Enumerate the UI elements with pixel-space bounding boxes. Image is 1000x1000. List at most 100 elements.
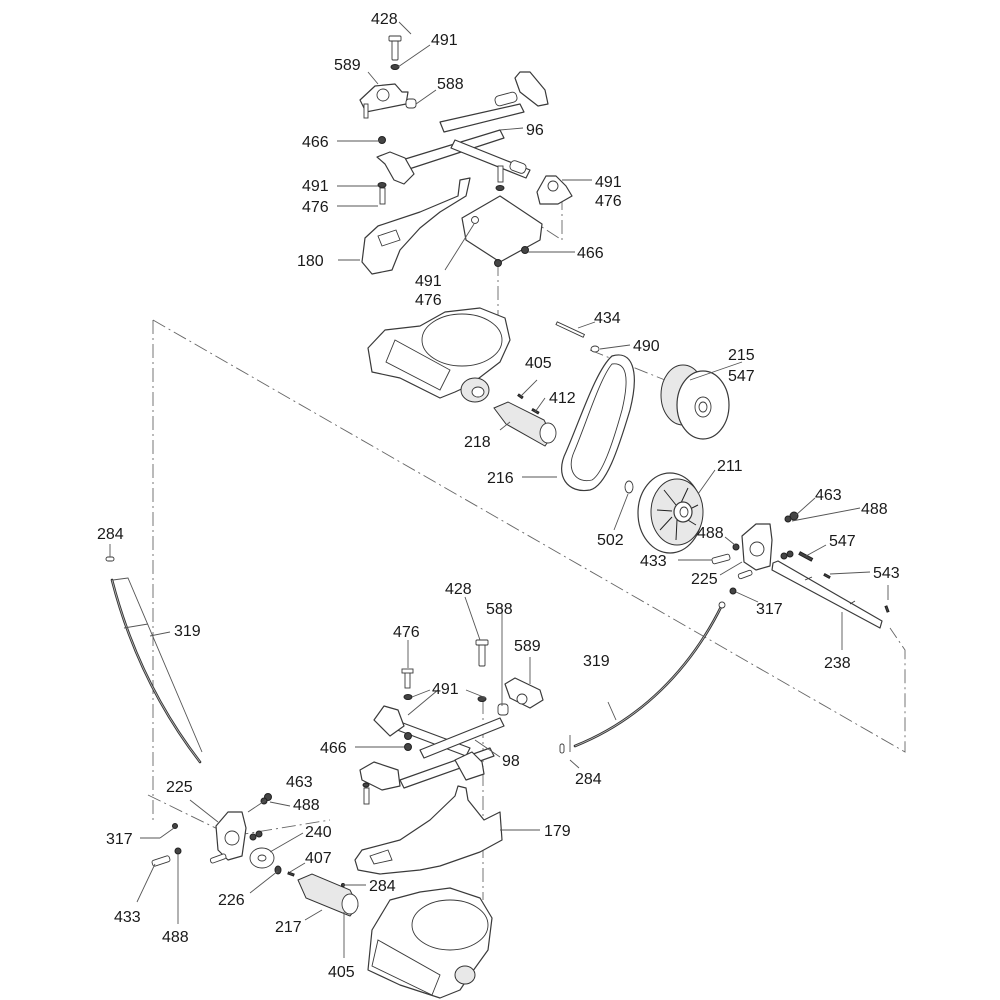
cable-end-right xyxy=(718,601,726,609)
label-476-top-b: 476 xyxy=(302,199,329,216)
label-405-bottom: 405 xyxy=(328,964,355,981)
label-476-top-d: 476 xyxy=(415,292,442,309)
speed-cable-right-319 xyxy=(559,601,726,754)
alignment-line-bl xyxy=(147,794,331,837)
alignment-lines xyxy=(147,196,906,900)
label-589-bottom: 589 xyxy=(514,638,541,655)
label-491-top-a: 491 xyxy=(431,32,458,49)
cross-shaft-96 xyxy=(439,103,525,133)
label-491-top-d: 491 xyxy=(415,273,442,290)
bracket-bottom-right xyxy=(454,751,485,781)
nut-466-top-a xyxy=(378,136,386,144)
label-225-right: 225 xyxy=(691,571,718,588)
washer-488-left-b xyxy=(174,847,182,855)
bushing-588-top xyxy=(405,98,417,109)
washer-490 xyxy=(590,345,600,353)
bolt-433-right xyxy=(711,553,731,565)
nut-466-bottom xyxy=(404,743,412,751)
cable-319-right xyxy=(573,603,724,748)
label-218: 218 xyxy=(464,434,491,451)
shaft-238 xyxy=(771,560,883,629)
label-317-left: 317 xyxy=(106,831,133,848)
label-491-bottom: 491 xyxy=(432,681,459,698)
label-211: 211 xyxy=(717,458,743,475)
bolt-428-bottom xyxy=(478,643,486,667)
label-433-left: 433 xyxy=(114,909,141,926)
label-284-bottom-left: 284 xyxy=(369,878,396,895)
label-225-left: 225 xyxy=(166,779,193,796)
pin-407 xyxy=(287,871,295,877)
pulley-215 xyxy=(660,364,730,440)
label-588-top: 588 xyxy=(437,76,464,93)
frame-180 xyxy=(361,177,471,275)
bottom-cross-shaft-assembly xyxy=(354,639,544,999)
label-407: 407 xyxy=(305,850,332,867)
frame-179 xyxy=(354,785,503,875)
label-433-right: 433 xyxy=(640,553,667,570)
bracket-left-lower xyxy=(376,151,415,185)
pin-543-a xyxy=(823,573,831,579)
bracket-bottom-lower-left xyxy=(359,761,401,791)
label-284-right: 284 xyxy=(575,771,602,788)
label-319-right: 319 xyxy=(583,653,610,670)
gearbox-cover-upper xyxy=(421,313,503,367)
label-226: 226 xyxy=(218,892,245,909)
label-217: 217 xyxy=(275,919,302,936)
right-bearing-assembly xyxy=(711,511,890,629)
label-490: 490 xyxy=(633,338,660,355)
washer-491-bottom-a xyxy=(403,694,413,700)
label-466-bottom: 466 xyxy=(320,740,347,757)
mount-plate-top xyxy=(461,195,543,263)
label-179: 179 xyxy=(544,823,571,840)
screw-284-right xyxy=(559,743,565,754)
bolt-476-bottom xyxy=(404,671,411,689)
label-488-left-a: 488 xyxy=(293,797,320,814)
key-547-right xyxy=(798,551,814,562)
washer-491-top xyxy=(390,64,400,70)
nut-463-right xyxy=(789,511,799,521)
top-cross-shaft-assembly xyxy=(359,35,573,275)
cable-319-left xyxy=(110,578,202,764)
label-463-left: 463 xyxy=(286,774,313,791)
bracket-589-bottom xyxy=(504,677,544,709)
label-488-left-b: 488 xyxy=(162,929,189,946)
bracket-bottom-left xyxy=(373,705,405,737)
washer-491-left xyxy=(377,182,387,188)
bottom-left-bearing-assembly xyxy=(151,793,359,917)
label-238: 238 xyxy=(824,655,851,672)
label-284-left: 284 xyxy=(97,526,124,543)
label-502: 502 xyxy=(597,532,624,549)
belt-and-pulleys xyxy=(555,321,730,554)
bolt-434 xyxy=(555,321,586,338)
bracket-589-right xyxy=(514,71,549,107)
alignment-line-belt xyxy=(589,349,666,381)
ring-502 xyxy=(624,480,634,494)
drive-coupling-218 xyxy=(493,393,557,447)
screw-284-left xyxy=(105,556,115,562)
label-319-left: 319 xyxy=(174,623,201,640)
label-488-right-a: 488 xyxy=(861,501,888,518)
label-466-top-b: 466 xyxy=(577,245,604,262)
label-428-top: 428 xyxy=(371,11,398,28)
fitting-317-right xyxy=(729,587,737,595)
leader-lines xyxy=(109,21,889,958)
label-543: 543 xyxy=(873,565,900,582)
upper-gearbox-assembly xyxy=(367,307,511,403)
fitting-317-left xyxy=(172,823,178,829)
label-405-mid: 405 xyxy=(525,355,552,372)
label-96: 96 xyxy=(526,122,544,139)
nut-bottom-plate xyxy=(494,259,502,267)
bolt-476-left xyxy=(379,187,386,205)
label-463-right: 463 xyxy=(815,487,842,504)
speed-cable-left-319 xyxy=(105,556,203,764)
label-588-bottom: 588 xyxy=(486,601,513,618)
bushing-588-bottom xyxy=(497,703,509,716)
callout-labels: 428 491 589 588 96 466 491 476 491 476 1… xyxy=(97,11,900,981)
pin-543-b xyxy=(884,605,890,613)
gearbox-cover-lower xyxy=(411,899,489,951)
label-547-right: 547 xyxy=(829,533,856,550)
label-476-top-c: 476 xyxy=(595,193,622,210)
label-491-top-c: 491 xyxy=(595,174,622,191)
label-488-right-b: 488 xyxy=(697,525,724,542)
